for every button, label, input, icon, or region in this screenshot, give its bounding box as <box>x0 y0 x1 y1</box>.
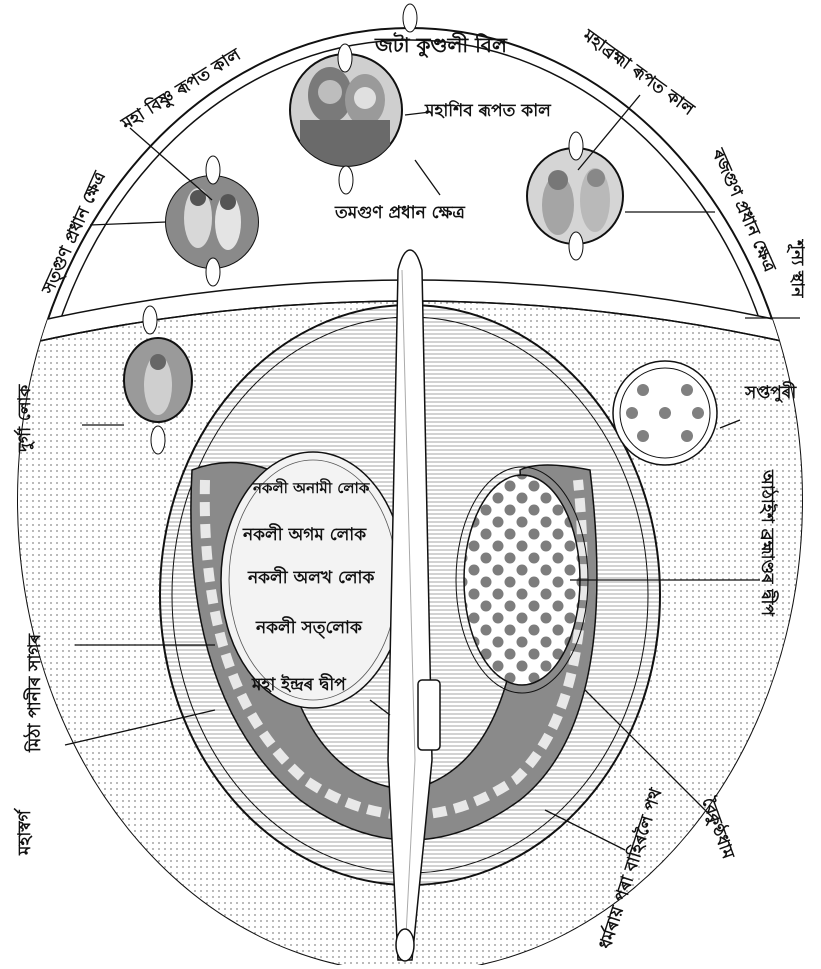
label-tamogun-pradhan-kshetra: তমগুণ প্ৰধান ক্ষেত্ৰ <box>334 203 466 223</box>
brahmand-island <box>464 475 580 685</box>
label-nakali-alakh-lok: নকলী অলখ লোক <box>247 566 375 588</box>
vishnu-lakshmi-image <box>166 156 258 286</box>
label-durga-lok: দুৰ্গা লোক <box>13 384 35 453</box>
brahma-image <box>527 132 623 260</box>
label-jata-kunduli-bil: জটা কুণ্ডলী বিল <box>374 32 508 58</box>
label-mahaswarga: মহাস্বৰ্গ <box>13 807 35 856</box>
label-shunya-sthan: শূন্য স্থান <box>787 238 807 298</box>
label-saptapuri: সপ্তপুৰী <box>744 381 797 403</box>
label-mahabrahma-rupat-kal: মহাব্ৰহ্মা ৰূপত কাল <box>578 25 699 120</box>
label-nakali-satlok: নকলী সত্‌লোক <box>255 616 363 639</box>
label-atharish-dvip: আঠাইশ ব্ৰহ্মাণ্ডৰ দ্বীপ <box>757 469 779 617</box>
top-oval-marker <box>403 4 417 32</box>
label-mahashiv-rupat-kal: মহাশিব ৰূপত কাল <box>424 99 552 121</box>
label-maha-vishnu-rupat-kal: মহা বিষ্ণু ৰূপত কাল <box>116 43 246 135</box>
label-nakali-anami-lok: নকলী অনামী লোক <box>252 478 370 497</box>
shiva-parvati-image <box>290 44 402 194</box>
tube-gate <box>418 680 440 750</box>
label-mithha-panir-sagar: মিঠা পানীৰ সাগৰ <box>23 632 45 753</box>
label-rajogun-pradhan-kshetra: ৰজগুণ প্ৰধান ক্ষেত্ৰ <box>707 145 780 276</box>
label-nakali-agam-lok: নকলী অগম লোক <box>242 523 367 545</box>
label-maha-indra-dvip: মহা ইন্দ্ৰৰ দ্বীপ <box>251 673 347 695</box>
label-baikuntha: বৈকুণ্ঠধাম <box>697 793 740 862</box>
